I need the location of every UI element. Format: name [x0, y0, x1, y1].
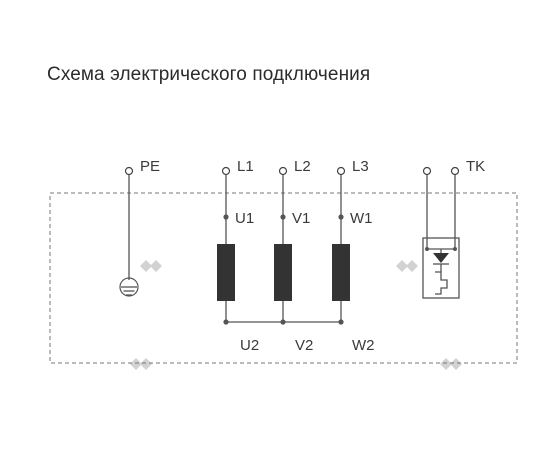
label-pe: PE [140, 158, 160, 175]
coil-w [332, 244, 350, 301]
l3-terminal [336, 166, 346, 176]
winding-u [217, 175, 235, 325]
winding-v [274, 175, 292, 325]
pe-terminal [124, 166, 134, 176]
label-v1: V1 [292, 210, 310, 227]
winding-w [332, 175, 350, 325]
label-u1: U1 [235, 210, 254, 227]
label-w2: W2 [352, 337, 375, 354]
l2-terminal [278, 166, 288, 176]
pe-ground-circuit [119, 175, 139, 297]
watermark-logo-icon [130, 260, 462, 370]
tk-terminal-2 [450, 166, 460, 176]
label-v2: V2 [295, 337, 313, 354]
coil-u [217, 244, 235, 301]
diagram-title: Схема электрического подключения [47, 64, 371, 85]
l1-terminal [221, 166, 231, 176]
label-l2: L2 [294, 158, 311, 175]
label-l3: L3 [352, 158, 369, 175]
label-u2: U2 [240, 337, 259, 354]
tk-terminal-1 [422, 166, 432, 176]
label-tk: TK [466, 158, 485, 175]
label-l1: L1 [237, 158, 254, 175]
label-w1: W1 [350, 210, 373, 227]
coil-v [274, 244, 292, 301]
thermal-contact-icon [422, 175, 460, 299]
